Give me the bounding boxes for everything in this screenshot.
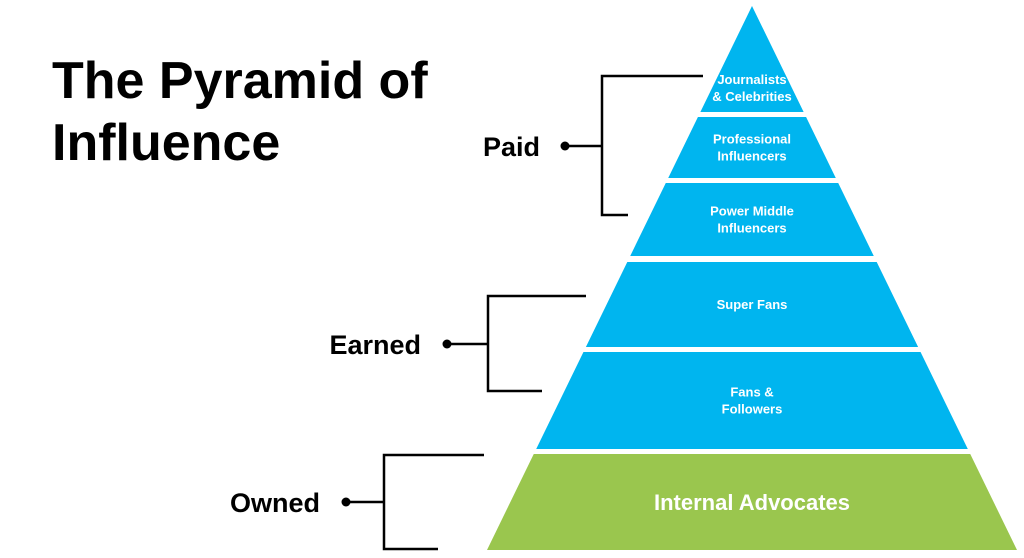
- group-label-earned: Earned: [329, 330, 421, 360]
- bracket-line: [346, 453, 484, 551]
- bracket-paid: Paid: [483, 74, 703, 217]
- layer-label-line: Followers: [722, 402, 783, 417]
- pyramid-layer-journalists: Journalists & Celebrities: [700, 6, 804, 112]
- bracket-dot: [560, 141, 570, 151]
- pyramid-layer-shape: [585, 262, 919, 347]
- title-line-2: Influence: [52, 114, 281, 172]
- pyramid-layer-super-fans: Super Fans: [585, 262, 919, 347]
- layer-label-line: Fans &: [730, 385, 773, 400]
- bracket-dot: [442, 339, 452, 349]
- bracket-dot: [341, 497, 351, 507]
- pyramid-layer-shape: [630, 183, 874, 256]
- bracket-line: [565, 74, 703, 217]
- layer-label-line: Influencers: [717, 149, 786, 164]
- layer-label-line: Journalists: [717, 72, 786, 87]
- title-line-1: The Pyramid of: [52, 52, 428, 110]
- layer-label-line: Super Fans: [717, 297, 788, 312]
- group-label-owned: Owned: [230, 488, 320, 518]
- pyramid-layer-shape: [487, 454, 1017, 550]
- pyramid-layer-shape: [536, 352, 968, 449]
- bracket-owned: Owned: [230, 453, 484, 551]
- pyramid-layer-internal-advocates: Internal Advocates: [487, 454, 1017, 550]
- page-title: The Pyramid of Influence: [52, 50, 428, 174]
- bracket-earned: Earned: [329, 294, 586, 393]
- layer-label-line: Influencers: [717, 221, 786, 236]
- layer-label-line: & Celebrities: [712, 89, 791, 104]
- bracket-line: [447, 294, 586, 393]
- pyramid-layer-shape: [668, 117, 836, 178]
- pyramid-layer-fans-followers: Fans & Followers: [536, 352, 968, 449]
- pyramid-layer-shape: [700, 6, 804, 112]
- layer-label-line: Internal Advocates: [654, 490, 850, 515]
- layer-label-line: Professional: [713, 132, 791, 147]
- group-label-paid: Paid: [483, 132, 540, 162]
- layer-label-line: Power Middle: [710, 204, 794, 219]
